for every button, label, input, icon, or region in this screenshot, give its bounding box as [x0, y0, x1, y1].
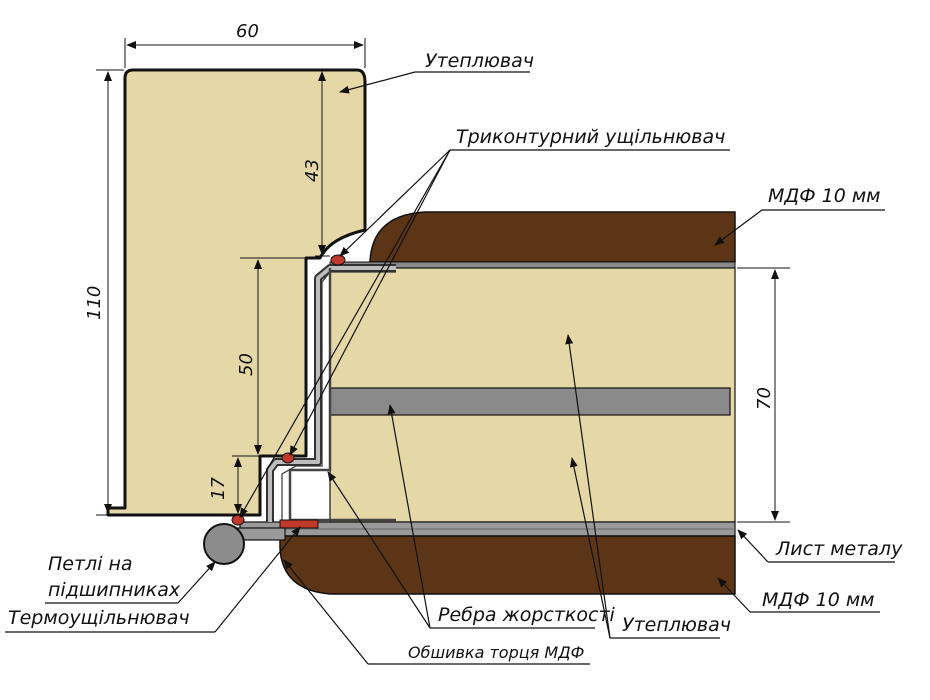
callout-stiffening-ribs: Ребра жорсткості [327, 404, 616, 629]
dim-110-label: 110 [84, 286, 105, 320]
label-insulation-top: Утеплювач [425, 50, 534, 72]
callout-mdf-bottom: МДФ 10 мм [717, 577, 880, 613]
label-end-cladding: Обшивка торця МДФ [408, 643, 584, 662]
dim-17-label: 17 [208, 477, 229, 500]
label-thermal-seal: Термоущільнювач [8, 607, 190, 629]
dim-70-label: 70 [754, 387, 775, 410]
callout-metal-sheet: Лист металу [737, 529, 903, 563]
hinge-icon [203, 523, 286, 565]
frame-step-outline [259, 258, 307, 515]
callout-insulation-top: Утеплювач [339, 50, 534, 94]
callout-triple-seal: Триконтурний ущільнювач [239, 126, 730, 518]
dim-43-label: 43 [302, 159, 323, 182]
dim-17: 17 [208, 455, 262, 514]
thermal-seal-strip [279, 519, 319, 529]
dim-110: 110 [84, 69, 124, 516]
label-stiffening-ribs: Ребра жорсткості [438, 604, 616, 626]
label-mdf-top: МДФ 10 мм [768, 185, 881, 207]
label-hinges-line1: Петлі на [48, 553, 133, 575]
dim-43: 43 [302, 71, 330, 257]
label-mdf-bottom: МДФ 10 мм [762, 589, 875, 611]
mdf-bottom-panel [279, 535, 736, 595]
dim-70: 70 [737, 267, 790, 523]
callout-insulation-bottom: Утеплювач [565, 334, 731, 639]
callout-hinges: Петлі на підшипниках [45, 553, 216, 604]
label-insulation-bottom: Утеплювач [622, 614, 731, 636]
callout-end-cladding: Обшивка торця МДФ [283, 559, 590, 665]
mdf-top-panel [369, 211, 736, 263]
dim-50-label: 50 [236, 353, 257, 376]
callout-thermal-seal: Термоущільнювач [5, 526, 301, 633]
label-triple-seal: Триконтурний ущільнювач [456, 126, 725, 148]
callout-mdf-top: МДФ 10 мм [714, 185, 885, 246]
dim-50: 50 [236, 257, 306, 457]
label-hinges-line2: підшипниках [48, 579, 181, 601]
label-metal-sheet: Лист металу [775, 538, 903, 560]
frame-insulation [106, 68, 367, 517]
stiffening-rib [329, 387, 731, 416]
dim-60-label: 60 [236, 21, 259, 42]
dim-60: 60 [124, 21, 366, 68]
triple-seal-marks [231, 254, 346, 526]
